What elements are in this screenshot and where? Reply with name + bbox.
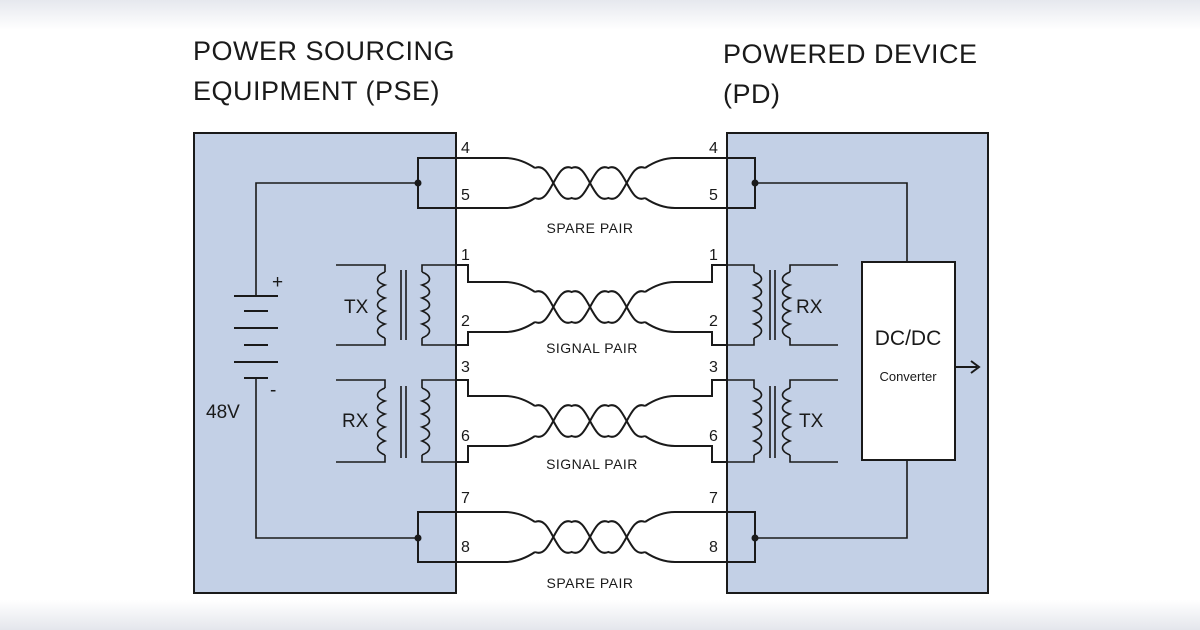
twisted-wire [534, 520, 646, 554]
battery-plus: + [272, 272, 283, 293]
pse-tx-label: TX [344, 297, 369, 318]
twisted-wire [534, 290, 646, 324]
pd-pin-2: 2 [709, 313, 718, 330]
pse-rx-transformer-icon [336, 379, 456, 463]
pse-tx-transformer-icon [336, 264, 456, 346]
pd-tx-transformer-icon [727, 379, 838, 463]
pair-label: SIGNAL PAIR [546, 456, 638, 472]
pd-pin-4: 4 [709, 140, 718, 157]
pse-title-line1: POWER SOURCING [193, 36, 455, 66]
cable-conductors [456, 157, 727, 563]
pse-pin-6: 6 [461, 428, 470, 445]
pse-power-wiring [255, 179, 422, 542]
converter-subtitle: Converter [879, 369, 937, 384]
output-arrow-icon [955, 360, 981, 374]
pse-pin-1: 1 [461, 247, 470, 264]
pd-rx-transformer-icon [727, 264, 838, 346]
pd-title-line1: POWERED DEVICE [723, 39, 978, 69]
pse-pin-7: 7 [461, 490, 470, 507]
pse-box [193, 132, 457, 594]
pse-pin-3: 3 [461, 359, 470, 376]
pd-tx-label: TX [799, 411, 824, 432]
pd-pin-6: 6 [709, 428, 718, 445]
dcdc-converter-box [861, 261, 956, 461]
pse-pin-2: 2 [461, 313, 470, 330]
pair-label: SPARE PAIR [547, 220, 634, 236]
pd-pin-7: 7 [709, 490, 718, 507]
pse-pin-5: 5 [461, 187, 470, 204]
pse-pin-8: 8 [461, 539, 470, 556]
pse-pin-4: 4 [461, 140, 470, 157]
pd-pin-3: 3 [709, 359, 718, 376]
battery-voltage: 48V [206, 402, 240, 423]
battery-icon [234, 295, 278, 379]
pd-pin-1: 1 [709, 247, 718, 264]
pd-title-line2: (PD) [723, 79, 781, 109]
battery-minus: - [270, 380, 276, 401]
pse-rx-label: RX [342, 411, 369, 432]
twisted-wire [534, 404, 646, 438]
twisted-wire [534, 166, 646, 200]
pd-power-wiring [751, 179, 908, 542]
twisted-pairs [534, 166, 646, 554]
pair-label: SPARE PAIR [547, 575, 634, 591]
pse-title-line2: EQUIPMENT (PSE) [193, 76, 440, 106]
pair-label: SIGNAL PAIR [546, 340, 638, 356]
pd-pin-8: 8 [709, 539, 718, 556]
pd-pin-5: 5 [709, 187, 718, 204]
pd-rx-label: RX [796, 297, 823, 318]
converter-title: DC/DC [875, 327, 942, 350]
